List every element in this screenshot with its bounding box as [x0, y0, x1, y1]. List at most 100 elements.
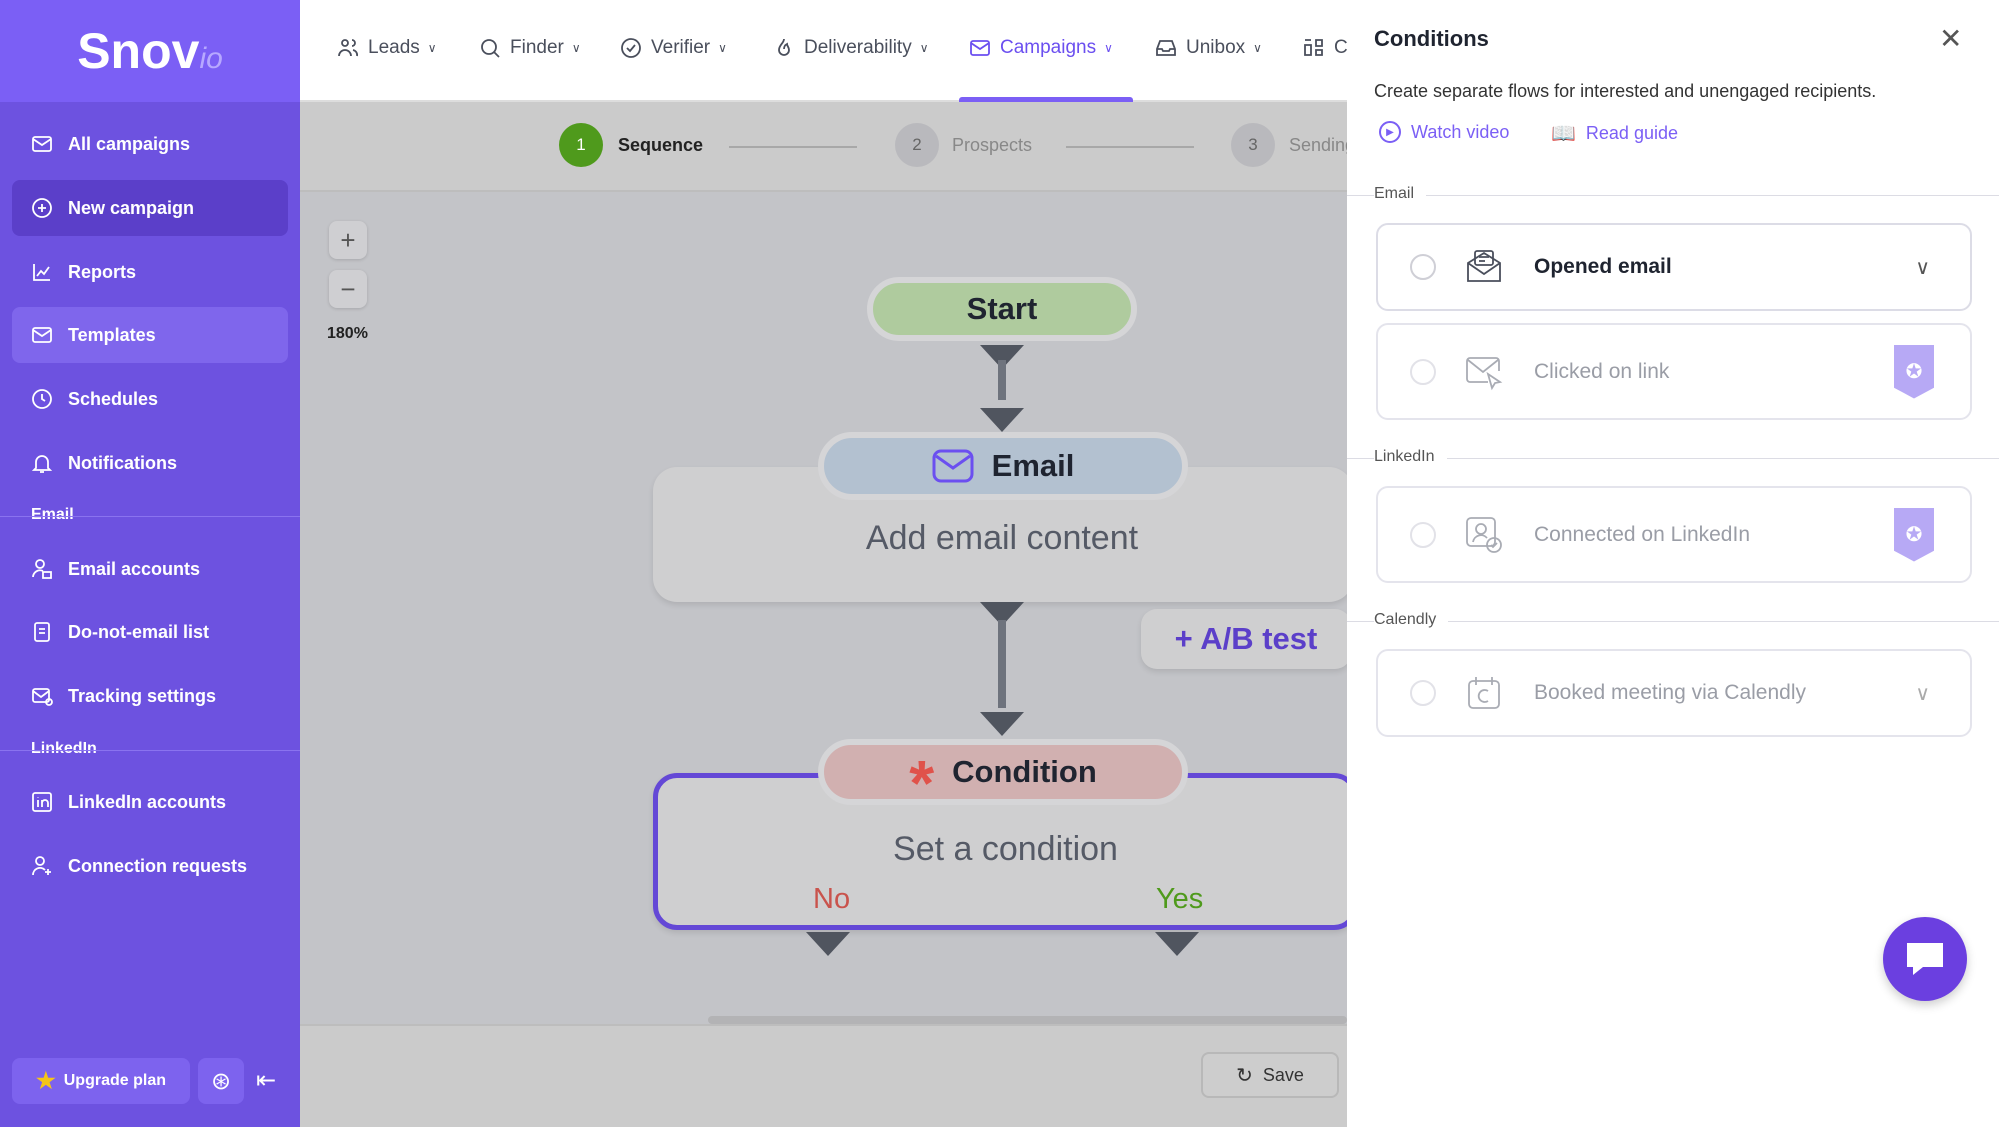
asterisk-icon: *	[909, 747, 935, 819]
chevron-down-icon: ∨	[1253, 41, 1262, 55]
chevron-down-icon: ∨	[718, 41, 727, 55]
start-node[interactable]: Start	[867, 277, 1137, 341]
bell-icon	[31, 455, 53, 473]
conditions-panel: Conditions ✕ Create separate flows for i…	[1347, 0, 1999, 1127]
clock-icon	[32, 389, 52, 409]
sidebar-item-label: Reports	[68, 261, 137, 282]
email-node-title: Email	[991, 448, 1075, 483]
email-body-text: Add email content	[865, 519, 1139, 557]
nav-label: C	[1334, 37, 1348, 58]
nav-verifier[interactable]: Verifier ∨	[619, 36, 727, 60]
nav-leads[interactable]: Leads ∨	[336, 36, 437, 60]
grid-icon	[1304, 39, 1323, 56]
nav-label: Deliverability	[804, 37, 912, 58]
upgrade-label: Upgrade plan	[63, 1072, 166, 1089]
step-1-circle[interactable]: 1	[559, 123, 603, 167]
no-branch-label: No	[813, 883, 851, 915]
step-2-circle[interactable]: 2	[895, 123, 939, 167]
condition-label: Booked meeting via Calendly	[1534, 681, 1806, 704]
section-calendly: Calendly	[1374, 611, 1449, 629]
condition-node-header[interactable]: *Condition	[818, 739, 1188, 815]
email-node-card[interactable]: Add email content	[653, 467, 1353, 602]
step-3-circle[interactable]: 3	[1231, 123, 1275, 167]
save-button[interactable]: ↻Save	[1201, 1052, 1339, 1098]
condition-opened-email[interactable]: Opened email ∨	[1376, 223, 1972, 311]
nav-label: Campaigns	[1000, 37, 1097, 58]
active-tab-indicator	[959, 97, 1133, 102]
radio-button[interactable]	[1410, 680, 1436, 706]
sidebar-item-email-accounts[interactable]: Email accounts	[12, 541, 288, 597]
chevron-down-icon: ∨	[427, 41, 437, 55]
condition-node-title: Condition	[952, 754, 1097, 789]
section-email: Email	[1374, 185, 1427, 203]
step-connector	[729, 146, 857, 148]
condition-label: Connected on LinkedIn	[1534, 522, 1750, 546]
sidebar-item-schedules[interactable]: Schedules	[12, 371, 288, 427]
plus-circle-icon	[32, 198, 52, 218]
yes-branch-label: Yes	[1156, 883, 1204, 915]
nav-deliverability[interactable]: Deliverability ∨	[772, 36, 929, 60]
radio-button[interactable]	[1410, 254, 1436, 280]
watch-video-label: Watch video	[1411, 121, 1510, 142]
divider	[0, 750, 300, 751]
nav-finder[interactable]: Finder ∨	[478, 36, 581, 60]
chevron-down-icon: ∨	[571, 41, 581, 55]
upgrade-plan-button[interactable]: ★ Upgrade plan	[12, 1058, 190, 1104]
nav-label: Verifier	[651, 37, 711, 58]
help-button[interactable]: ⊛	[198, 1058, 244, 1104]
chat-icon	[1907, 943, 1943, 975]
email-node-header[interactable]: Email	[818, 432, 1188, 500]
sidebar-item-tracking-settings[interactable]: Tracking settings	[12, 668, 288, 724]
condition-clicked-link[interactable]: Clicked on link ✪	[1376, 323, 1972, 420]
condition-booked-calendly[interactable]: Booked meeting via Calendly ∨	[1376, 649, 1972, 737]
radio-button[interactable]	[1410, 358, 1436, 385]
zoom-out-button[interactable]: −	[329, 270, 367, 308]
nav-more[interactable]: C	[1302, 36, 1348, 60]
check-circle-icon	[621, 38, 641, 58]
close-icon[interactable]: ✕	[1939, 23, 1963, 54]
nav-campaigns[interactable]: Campaigns∨	[968, 36, 1113, 60]
cloud-save-icon: ↻	[1236, 1064, 1253, 1087]
sidebar-item-label: Email accounts	[68, 558, 201, 579]
sidebar-item-reports[interactable]: Reports	[12, 244, 288, 300]
collapse-sidebar-icon[interactable]: ⇤	[256, 1067, 277, 1094]
sidebar-item-templates[interactable]: Templates	[12, 307, 288, 363]
sidebar-item-new-campaign[interactable]: New campaign	[12, 180, 288, 236]
zoom-level: 180%	[327, 325, 368, 342]
step-2-label[interactable]: Prospects	[952, 135, 1033, 155]
chevron-down-icon[interactable]: ∨	[1915, 682, 1930, 705]
ab-test-button[interactable]: + A/B test	[1141, 609, 1351, 669]
watch-video-link[interactable]: ▶Watch video	[1379, 121, 1509, 143]
condition-connected-linkedin[interactable]: Connected on LinkedIn ✪	[1376, 486, 1972, 583]
zoom-in-button[interactable]: +	[329, 221, 367, 259]
nav-label: Leads	[368, 37, 420, 58]
chevron-down-icon[interactable]: ∨	[1915, 256, 1930, 279]
nav-label: Finder	[510, 37, 564, 58]
ab-test-label: + A/B test	[1174, 621, 1318, 656]
sidebar-item-all-campaigns[interactable]: All campaigns	[12, 116, 288, 172]
radio-button[interactable]	[1410, 521, 1436, 548]
read-guide-link[interactable]: 📖Read guide	[1551, 121, 1678, 146]
sidebar-item-label: Connection requests	[68, 855, 248, 876]
nav-unibox[interactable]: Unibox∨	[1154, 36, 1262, 60]
sidebar-section-email: Email	[31, 506, 74, 523]
premium-badge-icon: ✪	[1894, 344, 1934, 399]
book-icon: 📖	[1551, 123, 1576, 145]
star-icon: ★	[36, 1068, 56, 1093]
flame-icon	[778, 38, 790, 56]
sidebar-item-connection-requests[interactable]: Connection requests	[12, 838, 288, 894]
step-3-label[interactable]: Sending	[1289, 135, 1347, 155]
sidebar-item-do-not-email[interactable]: Do-not-email list	[12, 604, 288, 660]
top-nav: Leads ∨ Finder ∨ Verifier ∨ Deliverability ∨…	[300, 0, 1348, 102]
step-1-label[interactable]: Sequence	[618, 135, 704, 155]
chat-button[interactable]	[1883, 917, 1967, 1001]
divider	[1347, 621, 1999, 622]
sidebar-item-linkedin-accounts[interactable]: LinkedIn accounts	[12, 774, 288, 830]
horizontal-scrollbar[interactable]	[708, 1016, 1347, 1024]
sidebar-item-notifications[interactable]: Notifications	[12, 435, 288, 491]
sidebar-item-label: Tracking settings	[68, 685, 217, 706]
chevron-down-icon: ∨	[919, 41, 929, 55]
sidebar-item-label: Notifications	[68, 452, 178, 473]
